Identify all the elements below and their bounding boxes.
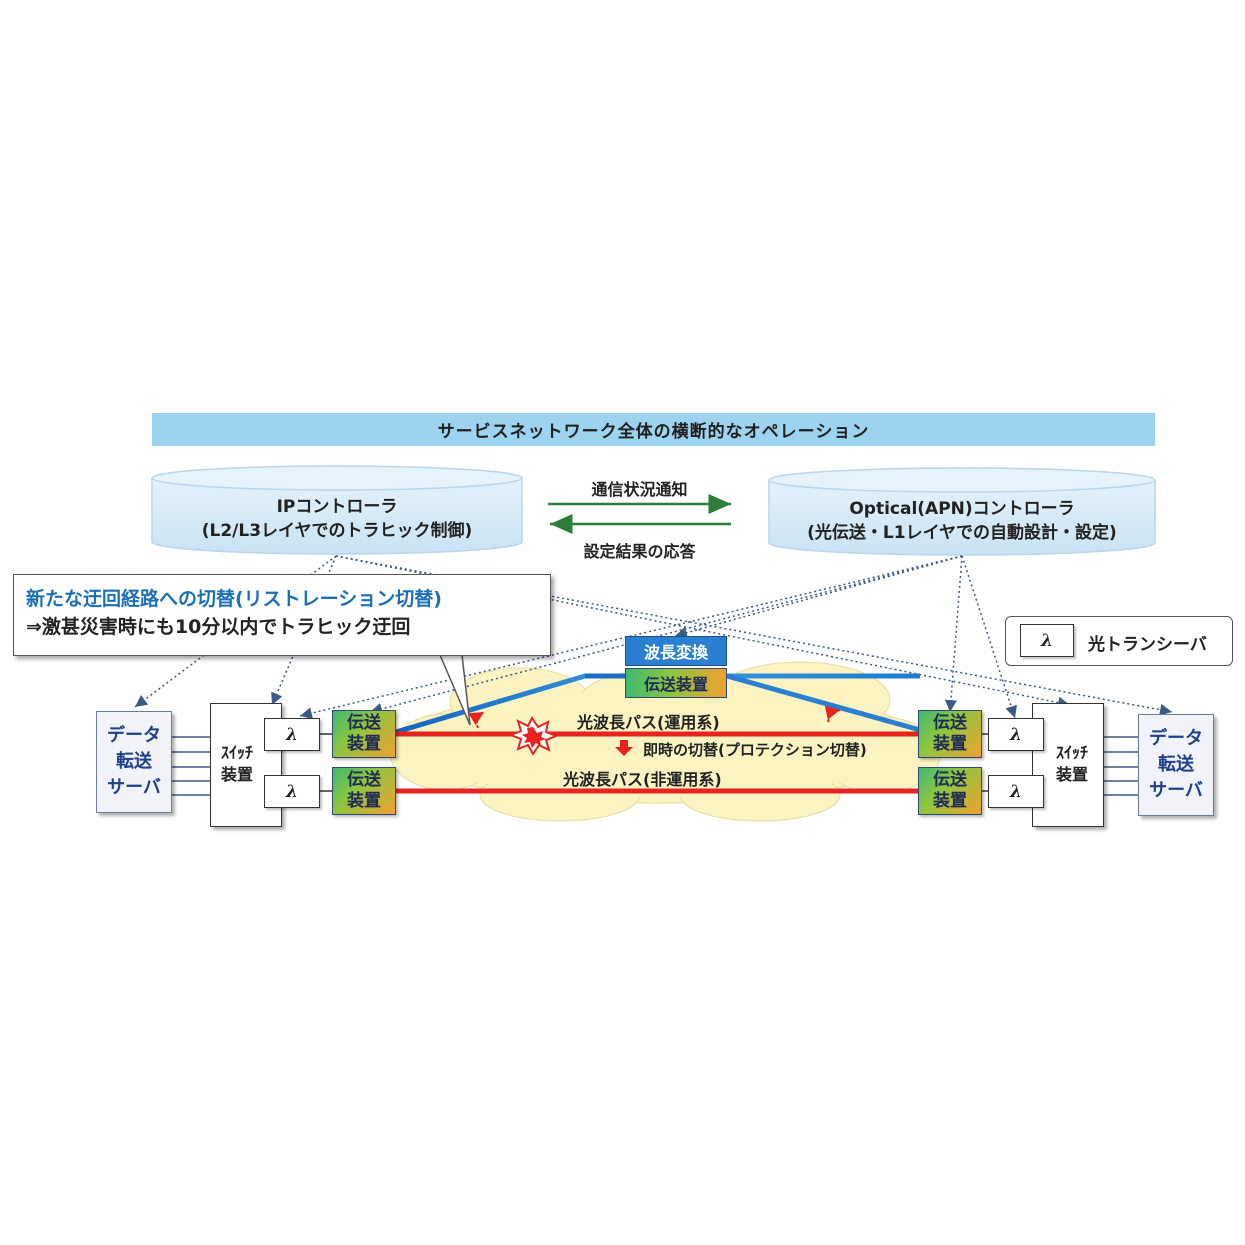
standby-path-label: 光波長パス(非運用系) bbox=[563, 770, 722, 789]
wavelength-conversion: 波長変換 bbox=[625, 636, 727, 666]
active-path-label: 光波長パス(運用系) bbox=[577, 713, 720, 732]
legend: λ 光トランシーバ bbox=[1005, 616, 1233, 666]
switchover-arrow-icon bbox=[615, 740, 633, 756]
ip-controller-title: IPコントローラ bbox=[276, 497, 398, 517]
server-label-1: データ bbox=[107, 725, 161, 746]
left-transceiver-1: λ bbox=[264, 718, 320, 751]
restoration-callout: 新たな迂回経路への切替(リストレーション切替) ⇒激甚災害時にも10分以内でトラ… bbox=[13, 574, 551, 656]
right-transmission-standby: 伝送装置 bbox=[918, 767, 982, 815]
relay-transmission-device: 伝送装置 bbox=[625, 668, 727, 698]
server-label-3: サーバ bbox=[107, 777, 161, 798]
optical-controller-title: Optical(APN)コントローラ bbox=[849, 499, 1075, 519]
switch-label: ｽｲｯﾁ 装置 bbox=[220, 743, 253, 784]
left-transmission-active: 伝送装置 bbox=[332, 710, 396, 758]
left-data-server: データ 転送 サーバ bbox=[96, 711, 172, 813]
right-data-server: データ 転送 サーバ bbox=[1138, 714, 1214, 816]
left-transmission-standby: 伝送装置 bbox=[332, 767, 396, 815]
optical-controller: Optical(APN)コントローラ (光伝送・L1レイヤでの自動設計・設定) bbox=[769, 497, 1155, 545]
left-transceiver-2: λ bbox=[264, 775, 320, 808]
right-switch: ｽｲｯﾁ 装置 bbox=[1032, 703, 1104, 827]
server-label-1: データ bbox=[1149, 728, 1203, 749]
server-label-2: 転送 bbox=[1158, 754, 1194, 775]
callout-detail: ⇒激甚災害時にも10分以内でトラヒック迂回 bbox=[26, 616, 411, 638]
reroute-arrow-left bbox=[468, 711, 485, 729]
server-label-2: 転送 bbox=[116, 751, 152, 772]
ip-controller-shape bbox=[151, 465, 523, 555]
legend-label: 光トランシーバ bbox=[1088, 635, 1207, 655]
response-message: 設定結果の応答 bbox=[583, 542, 696, 561]
operation-banner: サービスネットワーク全体の横断的なオペレーション bbox=[152, 413, 1155, 446]
ip-controller: IPコントローラ (L2/L3レイヤでのトラヒック制御) bbox=[152, 495, 522, 543]
right-transceiver-2: λ bbox=[988, 775, 1044, 808]
right-transmission-active: 伝送装置 bbox=[918, 710, 982, 758]
callout-title: 新たな迂回経路への切替(リストレーション切替) bbox=[26, 588, 442, 610]
switch-label: ｽｲｯﾁ 装置 bbox=[1055, 743, 1088, 784]
notify-message: 通信状況通知 bbox=[591, 480, 688, 499]
ip-controller-subtitle: (L2/L3レイヤでのトラヒック制御) bbox=[201, 521, 473, 541]
legend-transceiver-icon: λ bbox=[1020, 624, 1074, 657]
right-transceiver-1: λ bbox=[988, 718, 1044, 751]
server-label-3: サーバ bbox=[1149, 780, 1203, 801]
reroute-arrow-right bbox=[824, 705, 841, 723]
server-links bbox=[172, 736, 1138, 796]
switchover-label: 即時の切替(プロテクション切替) bbox=[643, 741, 867, 759]
optical-controller-shape bbox=[768, 467, 1156, 556]
optical-controller-subtitle: (光伝送・L1レイヤでの自動設計・設定) bbox=[807, 523, 1117, 543]
